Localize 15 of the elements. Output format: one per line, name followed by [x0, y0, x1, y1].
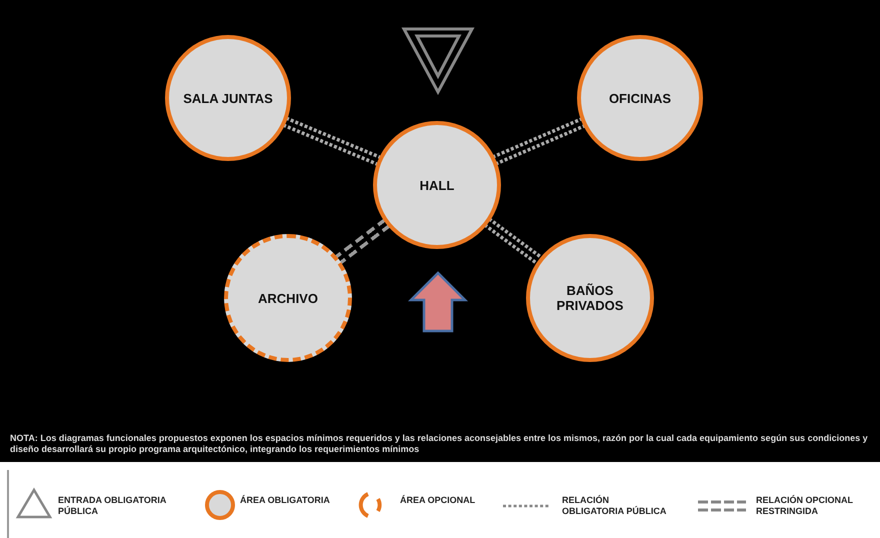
area-name: HALL	[418, 178, 456, 192]
legend-text: ÁREA OPCIONAL	[400, 495, 476, 506]
legend-text: RELACIÓN OBLIGATORIA PÚBLICA	[562, 495, 668, 517]
note-text: NOTA: Los diagramas funcionales propuestos exponen los espacios mínimos requeridos y las relaciones aconsejables entre los mismos, razón por la cual cada equipamiento según sus condiciones y diseño desarrollará su propio programa arquitectónico, integrando los requerimientos mínimos	[10, 433, 869, 455]
area-name: ARCHIVO	[257, 290, 319, 306]
area-name: OFICINAS	[608, 90, 672, 106]
area-name: SALA JUNTAS	[182, 90, 274, 106]
connector	[282, 116, 382, 166]
connector	[334, 218, 391, 265]
connector	[484, 217, 544, 266]
connector	[492, 116, 586, 166]
area-name: BAÑOS PRIVADOS	[556, 283, 624, 313]
legend-text: ÁREA OBLIGATORIA	[240, 495, 331, 506]
legend-text: RELACIÓN OPCIONAL RESTRINGIDA	[756, 495, 854, 517]
legend-text: ENTRADA OBLIGATORIA PÚBLICA	[58, 495, 167, 517]
